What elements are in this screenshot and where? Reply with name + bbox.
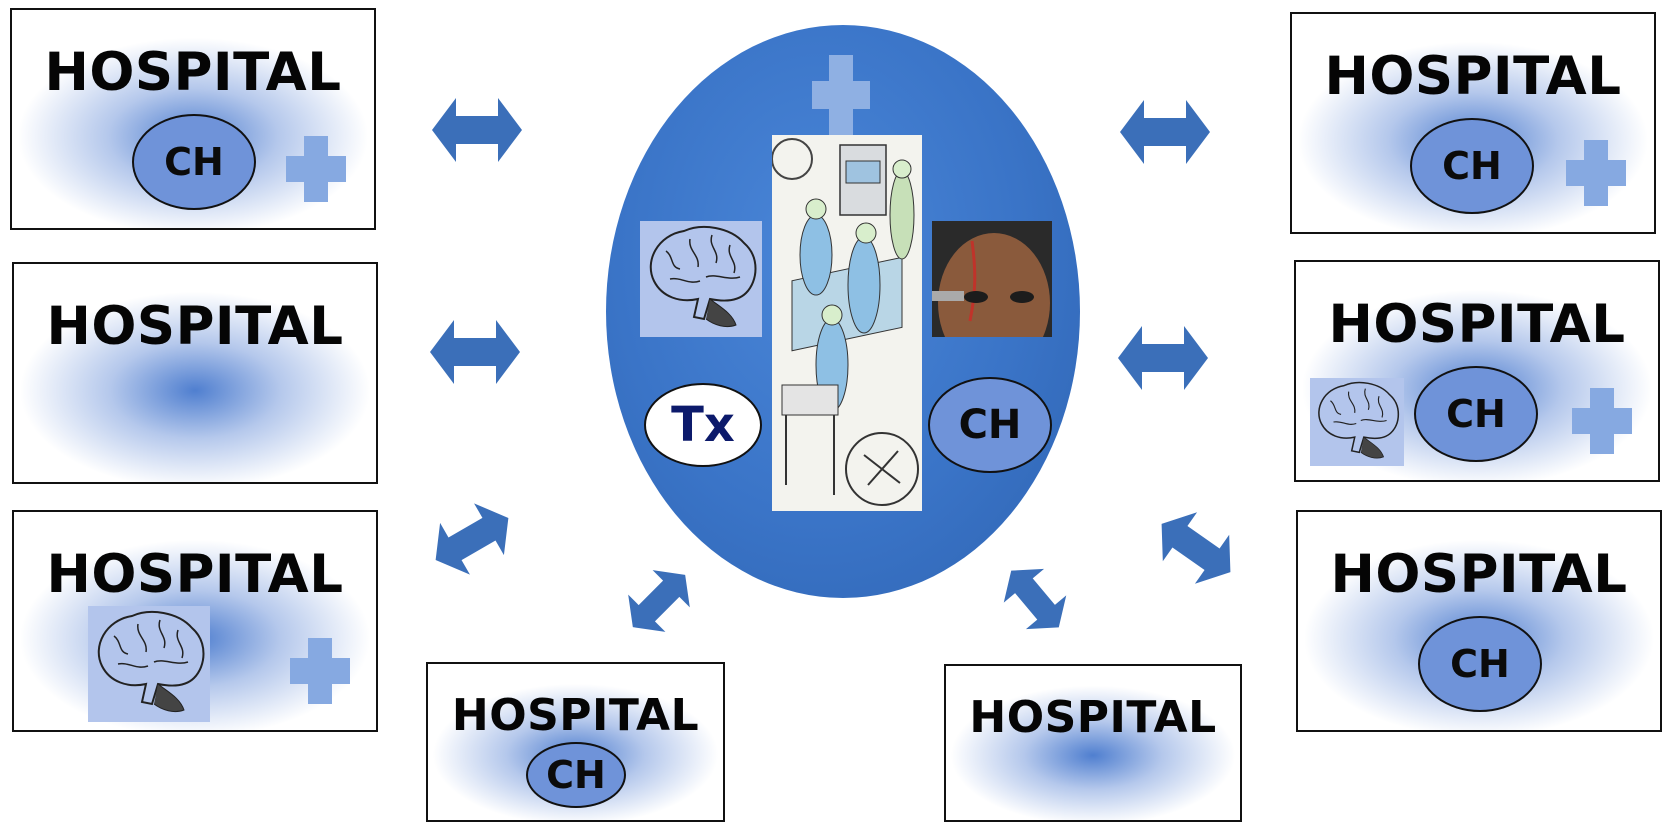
medical-cross-icon [1566, 140, 1626, 206]
hospital-box-left-middle: HOSPITAL [12, 262, 378, 484]
double-arrow-icon [432, 98, 522, 162]
medical-cross-icon [286, 136, 346, 202]
medical-cross-icon [1572, 388, 1632, 454]
tx-oval: Tx [644, 383, 762, 467]
brain-icon [640, 221, 762, 337]
hospital-label: HOSPITAL [46, 544, 344, 605]
double-arrow-icon [628, 570, 690, 632]
ch-label: CH [1446, 392, 1506, 436]
hospital-box-left-bottom: HOSPITAL [12, 510, 378, 732]
hospital-label: HOSPITAL [451, 690, 700, 741]
central-hospital-ellipse: Tx CH [606, 25, 1080, 598]
hospital-label: HOSPITAL [1328, 294, 1626, 355]
hospital-label: HOSPITAL [969, 692, 1217, 743]
hospital-box-right-middle: HOSPITAL CH [1294, 260, 1660, 482]
double-arrow-icon [430, 320, 520, 384]
ch-label: CH [546, 753, 606, 797]
hospital-box-bottom-left: HOSPITAL CH [426, 662, 725, 822]
brain-icon [88, 606, 210, 722]
double-arrow-icon [1118, 326, 1208, 390]
hospital-label: HOSPITAL [46, 296, 344, 357]
tx-label: Tx [671, 397, 735, 453]
hospital-box-right-top: HOSPITAL CH [1290, 12, 1656, 234]
ch-oval: CH [132, 114, 256, 210]
ch-oval: CH [928, 377, 1052, 473]
ch-label: CH [1450, 642, 1510, 686]
ch-oval: CH [1418, 616, 1542, 712]
double-arrow-icon [435, 503, 509, 575]
double-arrow-icon [1161, 512, 1231, 584]
hospital-label: HOSPITAL [1330, 544, 1628, 605]
hospital-box-right-bottom: HOSPITAL CH [1296, 510, 1662, 732]
ch-label: CH [958, 402, 1022, 448]
hospital-label: HOSPITAL [1324, 46, 1622, 107]
medical-cross-icon [290, 638, 350, 704]
ch-oval: CH [1410, 118, 1534, 214]
double-arrow-icon [1003, 568, 1067, 630]
head-injury-photo [932, 221, 1052, 373]
double-arrow-icon [1120, 100, 1210, 164]
ch-label: CH [164, 140, 224, 184]
hospital-label: HOSPITAL [44, 42, 342, 103]
hospital-box-left-top: HOSPITAL CH [10, 8, 376, 230]
ch-label: CH [1442, 144, 1502, 188]
medical-cross-icon [812, 55, 870, 135]
ch-oval: CH [1414, 366, 1538, 462]
hospital-box-bottom-right: HOSPITAL [944, 664, 1242, 822]
ch-oval: CH [526, 742, 626, 808]
brain-icon [1310, 378, 1404, 466]
surgery-illustration [771, 135, 922, 511]
